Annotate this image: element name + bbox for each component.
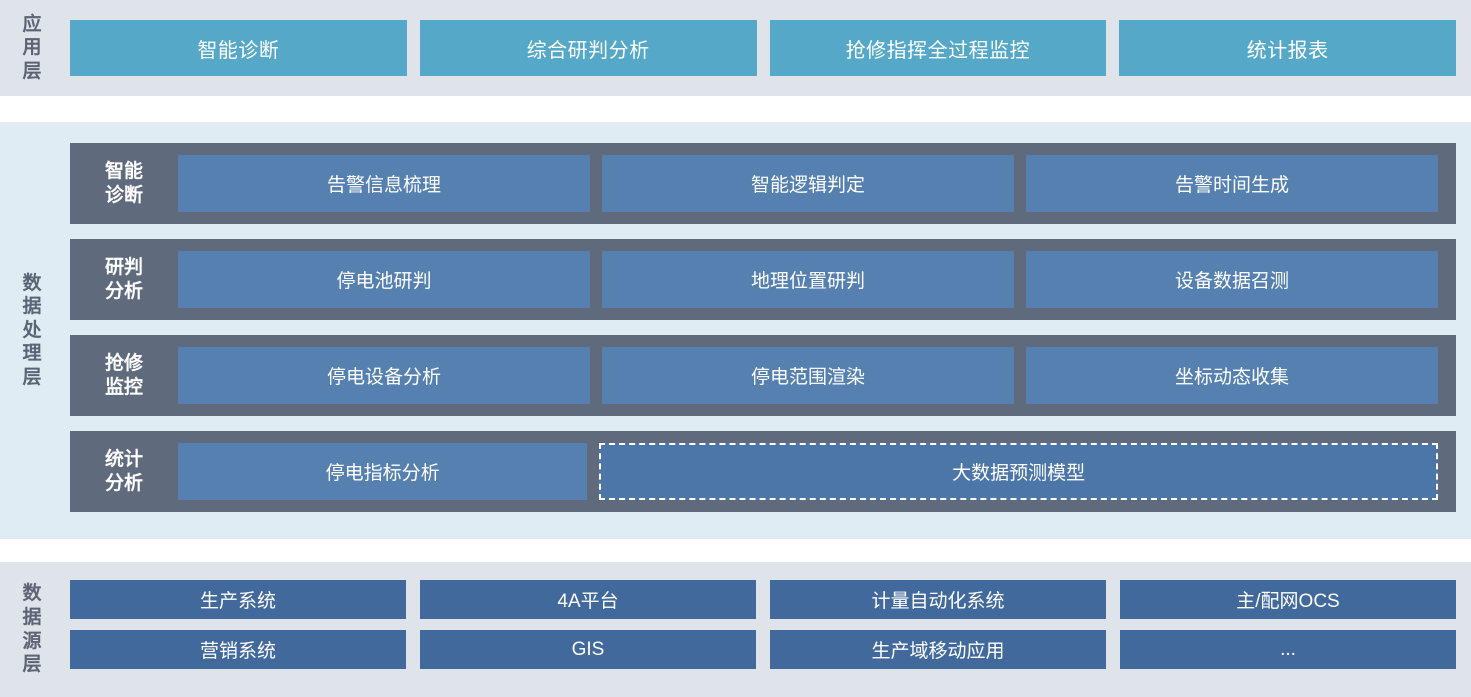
proc-cell-big-data-prediction-model[interactable]: 大数据预测模型	[599, 443, 1438, 500]
proc-row-analysis-judgment: 研判分析 停电池研判 地理位置研判 设备数据召测	[70, 239, 1456, 320]
proc-cell-intelligent-logic-judgment[interactable]: 智能逻辑判定	[602, 155, 1014, 212]
proc-cell-outage-index-analysis[interactable]: 停电指标分析	[178, 443, 588, 500]
proc-cell-coordinate-dynamic-collection[interactable]: 坐标动态收集	[1026, 347, 1438, 404]
proc-cell-alarm-info-sorting[interactable]: 告警信息梳理	[178, 155, 590, 212]
layer-label-application-text: 应用层	[22, 13, 42, 82]
src-box-production-mobile-app[interactable]: 生产域移动应用	[770, 630, 1106, 669]
proc-cell-device-data-polling[interactable]: 设备数据召测	[1026, 251, 1438, 308]
proc-cell-outage-pool-judgment[interactable]: 停电池研判	[178, 251, 590, 308]
data-source-row: 营销系统 GIS 生产域移动应用 ...	[70, 630, 1456, 669]
proc-row-statistical-analysis: 统计分析 停电指标分析 大数据预测模型	[70, 431, 1456, 512]
proc-row-label-repair-monitoring: 抢修监控	[104, 353, 143, 398]
app-box-comprehensive-analysis[interactable]: 综合研判分析	[419, 20, 757, 76]
proc-cell-outage-device-analysis[interactable]: 停电设备分析	[178, 347, 590, 404]
src-box-metering-automation-system[interactable]: 计量自动化系统	[770, 580, 1106, 619]
layer-label-data-processing: 数据处理层	[0, 122, 64, 539]
proc-cells-repair-monitoring: 停电设备分析 停电范围渲染 坐标动态收集	[178, 347, 1456, 404]
layer-label-data-processing-text: 数据处理层	[22, 272, 42, 388]
proc-cells-statistical-analysis: 停电指标分析 大数据预测模型	[178, 443, 1456, 500]
proc-cells-analysis-judgment: 停电池研判 地理位置研判 设备数据召测	[178, 251, 1456, 308]
proc-row-label-analysis-judgment: 研判分析	[104, 257, 143, 302]
app-box-statistical-report[interactable]: 统计报表	[1119, 20, 1456, 76]
layer-label-data-source-text: 数据源层	[22, 583, 42, 676]
proc-row-label-statistical-analysis: 统计分析	[104, 449, 143, 494]
src-box-main-distribution-ocs[interactable]: 主/配网OCS	[1120, 580, 1456, 619]
data-processing-rows: 智能诊断 告警信息梳理 智能逻辑判定 告警时间生成 研判分析 停电池研判 地理位…	[70, 143, 1456, 512]
layer-label-application: 应用层	[0, 0, 64, 96]
proc-cell-geographic-location-judgment[interactable]: 地理位置研判	[602, 251, 1014, 308]
app-box-repair-command-monitoring[interactable]: 抢修指挥全过程监控	[769, 20, 1107, 76]
src-box-marketing-system[interactable]: 营销系统	[70, 630, 406, 669]
proc-row-label-intelligent-diagnosis: 智能诊断	[104, 161, 143, 206]
proc-row-intelligent-diagnosis: 智能诊断 告警信息梳理 智能逻辑判定 告警时间生成	[70, 143, 1456, 224]
proc-cells-intelligent-diagnosis: 告警信息梳理 智能逻辑判定 告警时间生成	[178, 155, 1456, 212]
src-box-more[interactable]: ...	[1120, 630, 1456, 669]
proc-row-repair-monitoring: 抢修监控 停电设备分析 停电范围渲染 坐标动态收集	[70, 335, 1456, 416]
app-box-intelligent-diagnosis[interactable]: 智能诊断	[70, 20, 407, 76]
layer-label-data-source: 数据源层	[0, 562, 64, 697]
data-source-grid: 生产系统 4A平台 计量自动化系统 主/配网OCS 营销系统 GIS 生产域移动…	[70, 580, 1456, 669]
application-layer-boxes: 智能诊断 综合研判分析 抢修指挥全过程监控 统计报表	[70, 20, 1456, 76]
src-box-production-system[interactable]: 生产系统	[70, 580, 406, 619]
proc-cell-outage-range-rendering[interactable]: 停电范围渲染	[602, 347, 1014, 404]
data-source-row: 生产系统 4A平台 计量自动化系统 主/配网OCS	[70, 580, 1456, 619]
proc-cell-alarm-time-generation[interactable]: 告警时间生成	[1026, 155, 1438, 212]
src-box-4a-platform[interactable]: 4A平台	[420, 580, 756, 619]
src-box-gis[interactable]: GIS	[420, 630, 756, 669]
